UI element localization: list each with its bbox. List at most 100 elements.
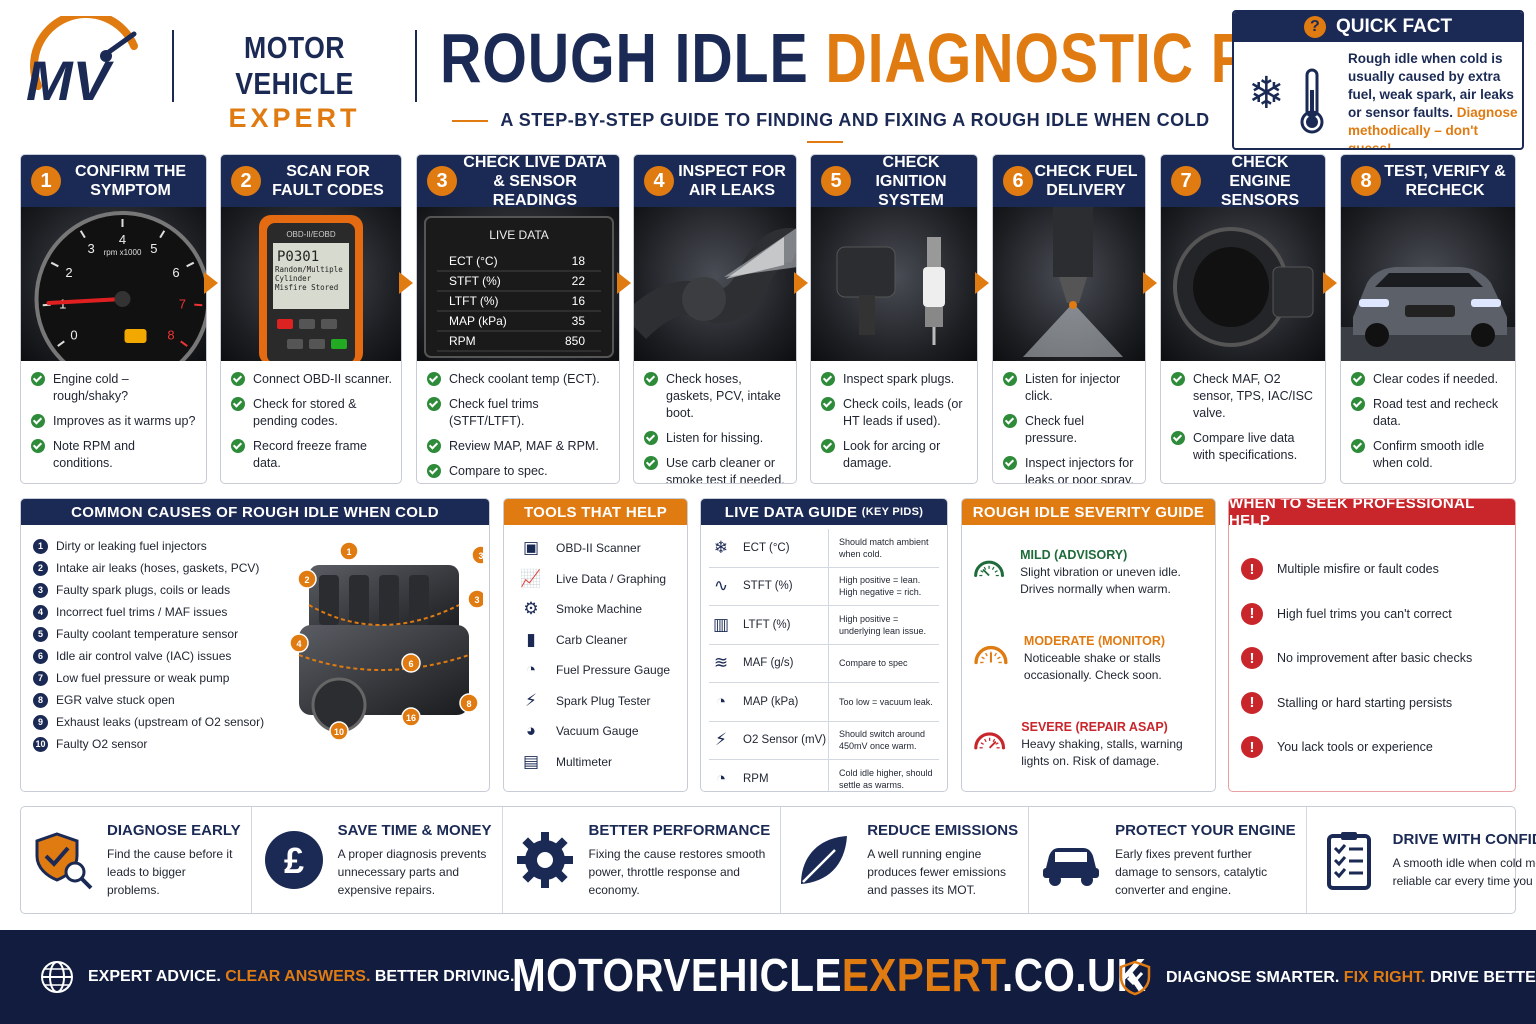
benefit-title: REDUCE EMISSIONS [867, 821, 1019, 839]
step-bullet: Inspect injectors for leaks or poor spra… [1003, 455, 1137, 483]
live-data-guide-heading-small: (KEY PIDS) [861, 506, 924, 518]
engine-callout-marker [289, 633, 309, 653]
quick-fact-heading: QUICK FACT [1335, 16, 1453, 37]
benefit-desc: A proper diagnosis prevents unnecessary … [337, 846, 487, 897]
severity-title: MODERATE (MONITOR) [1023, 634, 1166, 648]
warning-icon: ! [1241, 736, 1263, 759]
live-data-guide-row: ❄ECT (°C)Should match ambient when cold. [709, 529, 939, 568]
help-item: !High fuel trims you can't correct [1241, 592, 1472, 637]
tool-label: Vacuum Gauge [556, 724, 639, 739]
check-icon [1171, 372, 1185, 386]
step-bullet: Road test and recheck data. [1351, 396, 1507, 430]
tacho-label: 2 [65, 265, 72, 280]
pid-guidance: Compare to spec [839, 658, 908, 669]
benefit-title: BETTER PERFORMANCE [588, 821, 771, 839]
step-title: CONFIRM THE SYMPTOM [74, 163, 187, 199]
engine-callout-label: 10 [334, 727, 344, 737]
step-bullet: Use carb cleaner or smoke test if needed… [644, 455, 788, 483]
severity-item: SEVERE (REPAIR ASAP)Heavy shaking, stall… [972, 719, 1212, 770]
tool-item: ⚙Smoke Machine [520, 594, 670, 625]
check-icon [1351, 397, 1365, 411]
step-bullet: Check hoses, gaskets, PCV, intake boot. [644, 371, 788, 422]
check-icon [1351, 372, 1365, 386]
benefit-desc: Early fixes prevent further damage to se… [1115, 846, 1268, 897]
live-data-key: ECT (°C) [449, 254, 498, 268]
tool-label: Spark Plug Tester [556, 693, 651, 708]
live-data-guide-panel: LIVE DATA GUIDE (KEY PIDS) ❄ECT (°C)Shou… [700, 498, 948, 792]
step-bullet-text: Record freeze frame data. [253, 439, 367, 470]
live-data-guide-row: ▥LTFT (%)High positive = underlying lean… [709, 606, 939, 645]
step-bullet-text: Connect OBD-II scanner. [253, 372, 392, 386]
check-icon [427, 372, 441, 386]
severity-heading: ROUGH IDLE SEVERITY GUIDE [962, 499, 1215, 525]
severity-gauge-icon [974, 732, 1006, 750]
tool-label: Fuel Pressure Gauge [556, 663, 671, 678]
help-item: !Multiple misfire or fault codes [1241, 547, 1472, 592]
live-data-guide-heading: LIVE DATA GUIDE [724, 503, 858, 521]
step-number: 3 [427, 166, 457, 196]
airflow-icon: ≋ [713, 653, 729, 673]
step-number: 2 [231, 166, 261, 196]
check-icon [31, 439, 45, 453]
tachometer-image: 012345678rpm x1000 [21, 207, 206, 361]
step-arrow-icon [204, 272, 218, 294]
spark-plug-icon: ⚡ [525, 690, 537, 710]
engine-callout-marker [401, 653, 421, 673]
page-subtitle: A STEP-BY-STEP GUIDE TO FINDING AND FIXI… [440, 110, 1210, 152]
engine-callout-marker [297, 569, 317, 589]
step-bullet: Check coils, leads (or HT leads if used)… [821, 396, 969, 430]
footer-url[interactable]: MOTORVEHICLEEXPERT.CO.UK [512, 948, 1146, 1002]
check-icon [1003, 456, 1017, 470]
step-bullet: Record freeze frame data. [231, 438, 393, 472]
brand-logo[interactable]: MV [22, 10, 154, 112]
step-bullet-text: Check hoses, gaskets, PCV, intake boot. [666, 372, 781, 420]
tacho-label: 8 [167, 327, 174, 342]
step-arrow-icon [399, 272, 413, 294]
severity-item: MODERATE (MONITOR)Noticeable shake or st… [972, 633, 1212, 684]
tacho-label: 6 [172, 265, 179, 280]
ignition-parts-image [811, 207, 977, 361]
title-part1: ROUGH IDLE [440, 19, 809, 97]
footer-right-2: FIX RIGHT. [1343, 969, 1426, 986]
tool-label: Multimeter [556, 754, 613, 769]
live-data-guide-header: LIVE DATA GUIDE (KEY PIDS) [701, 499, 947, 525]
step-number: 4 [644, 166, 674, 196]
step-bullet-text: Check MAF, O2 sensor, TPS, IAC/ISC valve… [1193, 372, 1313, 420]
benefit-desc: A smooth idle when cold means a reliable… [1392, 855, 1536, 888]
pid-name: STFT (%) [733, 567, 829, 605]
pid-name: ECT (°C) [733, 529, 829, 567]
live-data-heading: LIVE DATA [489, 228, 549, 242]
live-data-value: 35 [572, 314, 586, 328]
step-bullet-text: Check fuel trims (STFT/LTFT). [449, 397, 539, 428]
cause-text: Low fuel pressure or weak pump [56, 671, 230, 685]
step-bullet: Clear codes if needed. [1351, 371, 1507, 388]
snowflake-icon: ❄ [1248, 69, 1285, 118]
help-text: No improvement after basic checks [1277, 651, 1473, 666]
step-bullet-text: Compare to spec. [449, 464, 548, 478]
severity-panel: ROUGH IDLE SEVERITY GUIDE MILD (ADVISORY… [961, 498, 1216, 792]
step-bullet-text: Clear codes if needed. [1373, 372, 1499, 386]
step-bullet-text: Check coils, leads (or HT leads if used)… [843, 397, 963, 428]
severity-desc: Heavy shaking, stalls, warning lights on… [1021, 737, 1183, 768]
car-icon [1039, 828, 1103, 892]
vacuum-gauge-icon: ◕ [525, 721, 537, 741]
scanner-icon: ▣ [522, 538, 540, 558]
live-data-value: 22 [572, 274, 586, 288]
help-text: High fuel trims you can't correct [1277, 606, 1452, 621]
footer-right-1: DIAGNOSE SMARTER. [1166, 969, 1340, 986]
benefit-text-block: DRIVE WITH CONFIDENCEA smooth idle when … [1393, 831, 1536, 890]
severity-item: MILD (ADVISORY)Slight vibration or uneve… [972, 547, 1212, 598]
step-checklist: Connect OBD-II scanner.Check for stored … [221, 361, 401, 472]
check-icon [644, 456, 658, 470]
